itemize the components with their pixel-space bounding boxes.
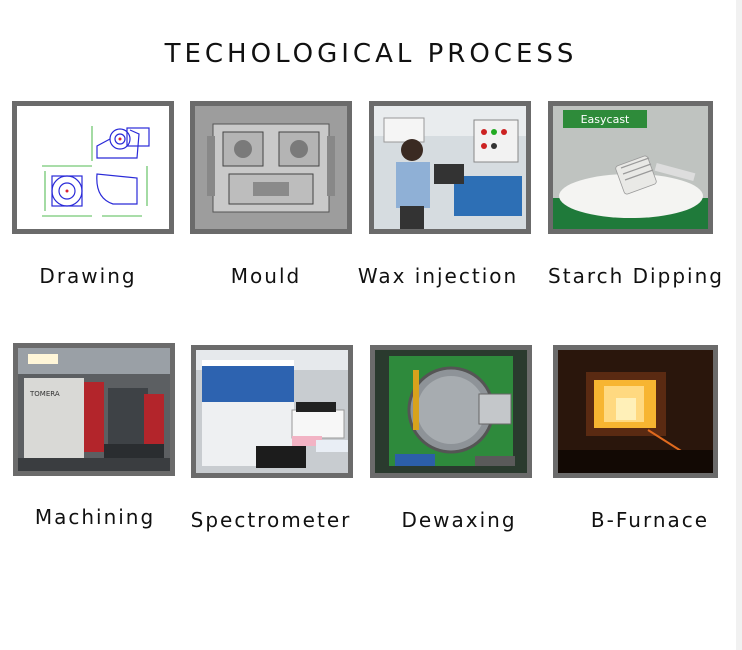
- page-edge-strip: [736, 0, 742, 650]
- spectrometer-icon: [196, 350, 348, 473]
- cad-drawing-icon: [17, 106, 169, 229]
- cnc-machine-icon: TOMERA: [18, 348, 170, 471]
- page-title: TECHOLOGICAL PROCESS: [164, 39, 578, 70]
- step-label-spectrometer: Spectrometer: [190, 508, 352, 532]
- mould-photo: [190, 101, 352, 234]
- drawing-photo: [12, 101, 174, 234]
- step-label-dewaxing: Dewaxing: [401, 508, 517, 532]
- step-label-b-furnace: B-Furnace: [590, 508, 710, 532]
- step-label-machining: Machining: [34, 505, 156, 529]
- step-label-wax-injection: Wax injection: [357, 264, 519, 288]
- metal-mould-icon: [195, 106, 347, 229]
- starch-sign-text: Easycast: [581, 113, 630, 126]
- starch-dipping-tank-icon: Easycast: [553, 106, 708, 229]
- furnace-icon: [558, 350, 713, 473]
- wax-injection-photo: [369, 101, 531, 234]
- step-label-drawing: Drawing: [39, 264, 137, 288]
- machining-photo: TOMERA: [13, 343, 175, 476]
- machine-brand-text: TOMERA: [29, 390, 60, 398]
- furnace-photo: [553, 345, 718, 478]
- starch-dipping-photo: Easycast: [548, 101, 713, 234]
- dewaxing-autoclave-icon: [375, 350, 527, 473]
- dewaxing-photo: [370, 345, 532, 478]
- step-label-mould: Mould: [230, 264, 302, 288]
- step-label-starch-dipping: Starch Dipping: [548, 264, 724, 288]
- wax-injection-machine-icon: [374, 106, 526, 229]
- spectrometer-photo: [191, 345, 353, 478]
